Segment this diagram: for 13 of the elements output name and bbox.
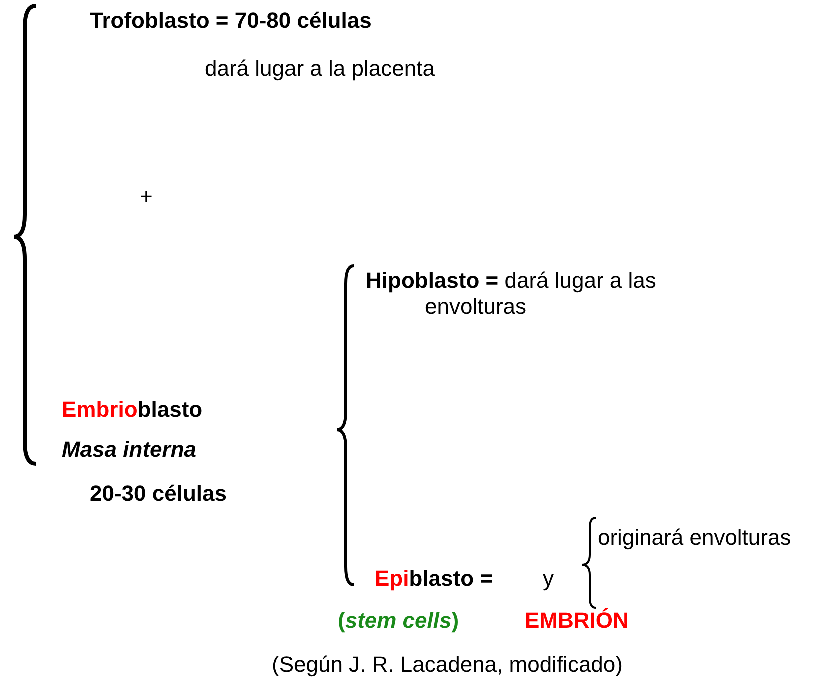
- description-text: originará envolturas: [598, 525, 792, 551]
- term-text: Epiblasto =: [375, 566, 493, 592]
- plus-sign: +: [140, 184, 153, 210]
- description-text: Hipoblasto = dará lugar a las envolturas: [366, 268, 658, 320]
- source-caption: (Según J. R. Lacadena, modificado): [272, 652, 623, 678]
- subtitle-text: Masa interna: [62, 437, 196, 463]
- description-text: dará lugar a la placenta: [205, 56, 435, 82]
- term-text: EMBRIÓN: [525, 608, 629, 634]
- heading-text: Trofoblasto = 70-80 células: [90, 8, 372, 34]
- term-text: Embrioblasto: [62, 397, 203, 423]
- conjunction-text: y: [543, 566, 554, 592]
- count-text: 20-30 células: [90, 481, 227, 507]
- annotation-text: (stem cells): [338, 608, 460, 634]
